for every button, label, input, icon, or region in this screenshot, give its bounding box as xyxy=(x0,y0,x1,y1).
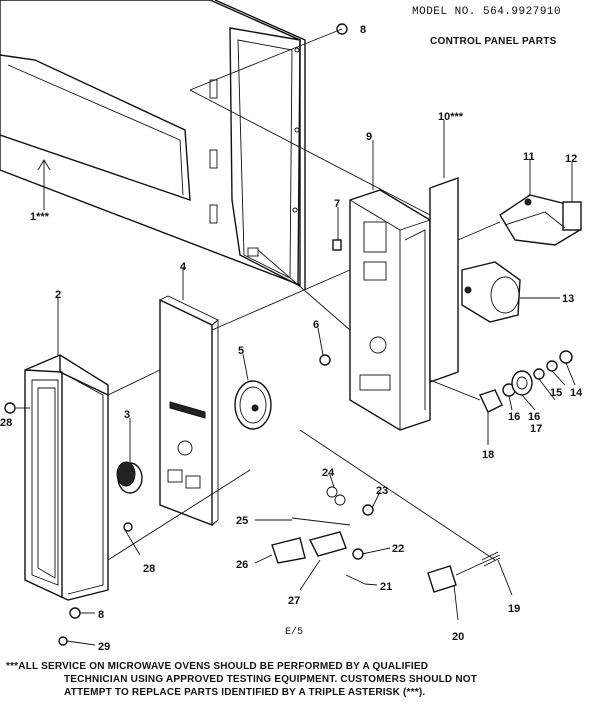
callout-18: 18 xyxy=(482,449,494,461)
notice-line-3: ATTEMPT TO REPLACE PARTS IDENTIFIED BY A… xyxy=(64,687,426,698)
callout-21: 21 xyxy=(380,581,392,593)
callout-6: 6 xyxy=(313,319,319,331)
notice-line-2: TECHNICIAN USING APPROVED TESTING EQUIPM… xyxy=(64,674,478,685)
callout-22: 22 xyxy=(392,543,404,555)
callout-29: 29 xyxy=(98,641,110,653)
callout-3: 3 xyxy=(124,409,130,421)
callout-28-right: 28 xyxy=(143,563,155,575)
callout-16-a: 16 xyxy=(528,411,540,423)
callout-8-top: 8 xyxy=(360,24,366,36)
callout-16-b: 16 xyxy=(508,411,520,423)
callout-15: 15 xyxy=(550,387,562,399)
callout-17: 17 xyxy=(530,423,542,435)
leader-lines xyxy=(16,28,576,646)
service-notice: ***ALL SERVICE ON MICROWAVE OVENS SHOULD… xyxy=(6,660,606,699)
door-button xyxy=(427,551,501,593)
callout-7: 7 xyxy=(334,198,340,210)
switch-assembly xyxy=(499,194,582,246)
latch-assembly xyxy=(271,486,374,585)
callout-12: 12 xyxy=(565,153,577,165)
insulator-sheet xyxy=(429,177,459,383)
control-bracket xyxy=(349,189,431,431)
hardware-stack xyxy=(479,350,573,413)
timer-knob xyxy=(116,461,143,494)
callout-2: 2 xyxy=(55,289,61,301)
callout-8-bottom: 8 xyxy=(98,609,104,621)
callout-28-left: 28 xyxy=(0,417,12,429)
diagram-title: CONTROL PANEL PARTS xyxy=(430,36,557,47)
timer-motor xyxy=(461,261,521,323)
callout-10: 10*** xyxy=(438,111,464,123)
callout-1: 1*** xyxy=(30,211,50,223)
callout-13: 13 xyxy=(562,293,574,305)
control-panel xyxy=(159,295,219,527)
callout-14: 14 xyxy=(570,387,583,399)
oven-cabinet xyxy=(0,0,306,290)
callout-23: 23 xyxy=(376,485,388,497)
callout-labels: 1*** 2 3 4 5 6 7 8 8 9 10*** 11 12 13 14… xyxy=(0,24,583,653)
callout-20: 20 xyxy=(452,631,464,643)
page-code: E/5 xyxy=(285,627,304,638)
callout-4: 4 xyxy=(180,261,187,273)
model-number: MODEL NO. 564.9927910 xyxy=(412,6,562,18)
callout-24: 24 xyxy=(322,467,335,479)
notice-line-1: ***ALL SERVICE ON MICROWAVE OVENS SHOULD… xyxy=(6,661,429,672)
timer-dial xyxy=(234,380,272,430)
door-frame xyxy=(24,354,109,601)
callout-26: 26 xyxy=(236,559,248,571)
callout-9: 9 xyxy=(366,131,372,143)
callout-25: 25 xyxy=(236,515,248,527)
callout-5: 5 xyxy=(238,345,244,357)
callout-19: 19 xyxy=(508,603,520,615)
callout-27: 27 xyxy=(288,595,300,607)
callout-11: 11 xyxy=(523,151,535,163)
